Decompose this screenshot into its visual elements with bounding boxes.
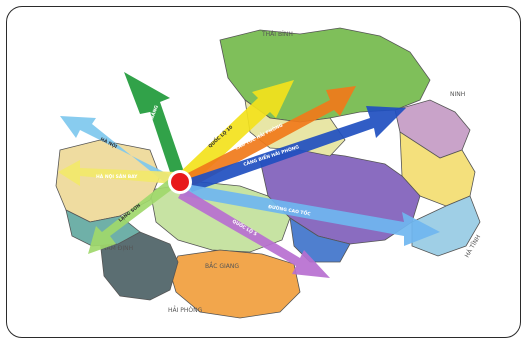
arrow-orange [182,86,356,188]
arrow-label-yellow-left: HÀ NỘI SÂN BAY [96,173,138,180]
label-hai-phong: HẢI PHÒNG [168,306,203,314]
label-thai-binh-top: THÁI BÌNH [261,31,293,38]
region-southeast-cyan [411,195,481,257]
arrow-yellow [178,80,294,186]
arrow-yellow-left [58,160,176,186]
arrow-green-down [88,180,174,254]
label-nam-dinh: NAM ĐỊNH [102,245,133,252]
region-south-orange [169,249,301,319]
label-bac-giang: BẮC GIANG [205,262,239,270]
label-ninh: NINH [450,91,465,98]
region-southwest-dark [99,231,179,301]
arrow-purple [178,188,330,278]
arrow-left [60,116,176,190]
center-marker [171,173,189,191]
region-blue-small [289,217,351,263]
arrow-blue [184,106,406,192]
route-arrows [58,72,440,278]
arrow-green [124,72,184,178]
arrow-lightblue [184,184,440,246]
